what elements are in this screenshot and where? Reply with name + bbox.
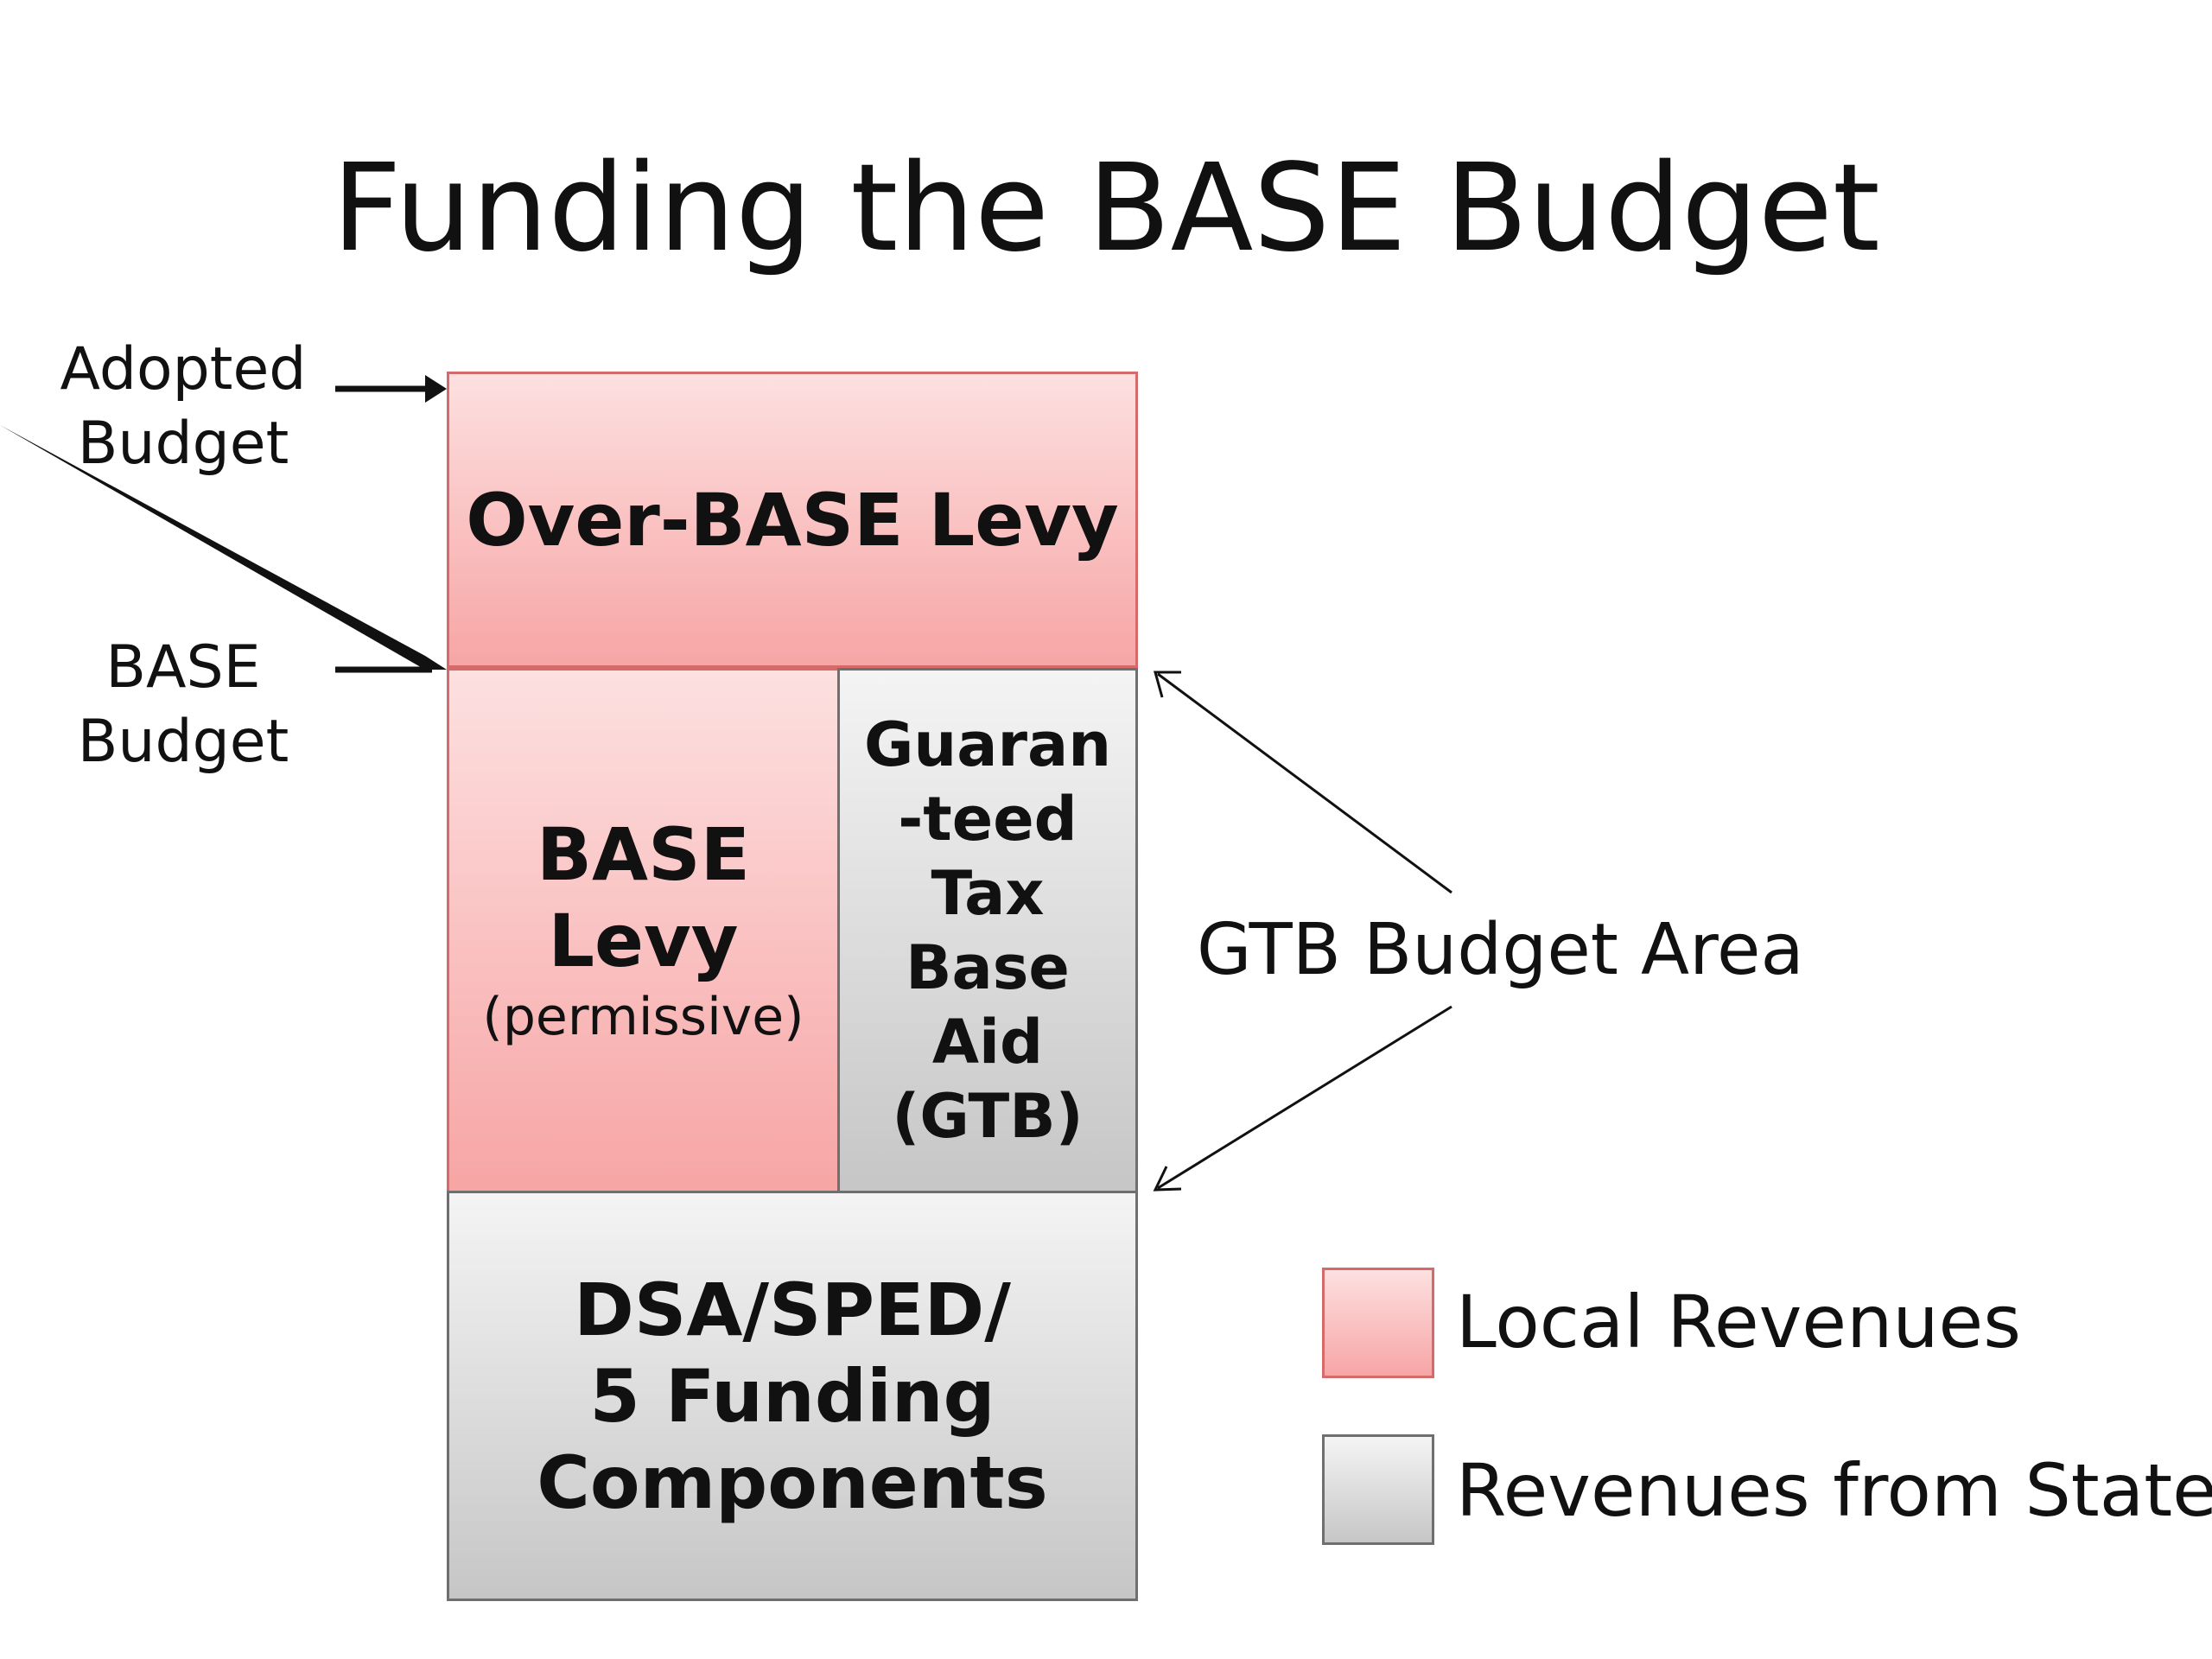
gtb-line3: Tax (931, 858, 1045, 929)
gtb-area-arrow-top (1154, 671, 1452, 894)
dsa-block: DSA/SPED/ 5 Funding Components (447, 1191, 1138, 1601)
adopted-budget-label: Adopted Budget (54, 333, 313, 481)
gtb-budget-area-label: GTB Budget Area (1197, 909, 1804, 991)
legend-local-label: Local Revenues (1456, 1280, 2021, 1364)
legend-local-swatch (1322, 1268, 1434, 1378)
legend-state-swatch (1322, 1434, 1434, 1545)
legend-state-label: Revenues from State (1456, 1448, 2212, 1533)
over-base-levy-label: Over-BASE Levy (466, 477, 1119, 563)
dsa-line2: 5 Funding (589, 1353, 995, 1439)
base-budget-line1: BASE (105, 633, 261, 702)
base-levy-block: BASE Levy (permissive) (447, 668, 840, 1193)
gtb-line5: (GTB) (892, 1081, 1084, 1152)
over-base-levy-block: Over-BASE Levy (447, 372, 1138, 668)
dsa-line1: DSA/SPED/ (574, 1267, 1011, 1352)
gtb-line2: -teed (898, 784, 1077, 855)
adopted-budget-line2: Budget (77, 410, 289, 478)
base-levy-line2: Levy (548, 899, 739, 983)
gtb-block: Guaran -teed Tax Base Aid (GTB) (837, 668, 1138, 1193)
base-budget-label: BASE Budget (54, 631, 313, 779)
gtb-area-arrow-bottom (1153, 1005, 1452, 1192)
gtb-line1: Guaran (863, 709, 1112, 780)
base-levy-note: (permissive) (482, 987, 804, 1047)
dsa-line3: Components (537, 1440, 1048, 1525)
page-title: Funding the BASE Budget (332, 138, 1880, 279)
base-budget-line2: Budget (77, 708, 289, 776)
gtb-line4: Base Aid (906, 932, 1070, 1077)
base-levy-line1: BASE (537, 812, 750, 897)
base-budget-arrow (0, 425, 447, 673)
adopted-budget-arrow (335, 375, 447, 403)
adopted-budget-line1: Adopted (60, 335, 307, 404)
